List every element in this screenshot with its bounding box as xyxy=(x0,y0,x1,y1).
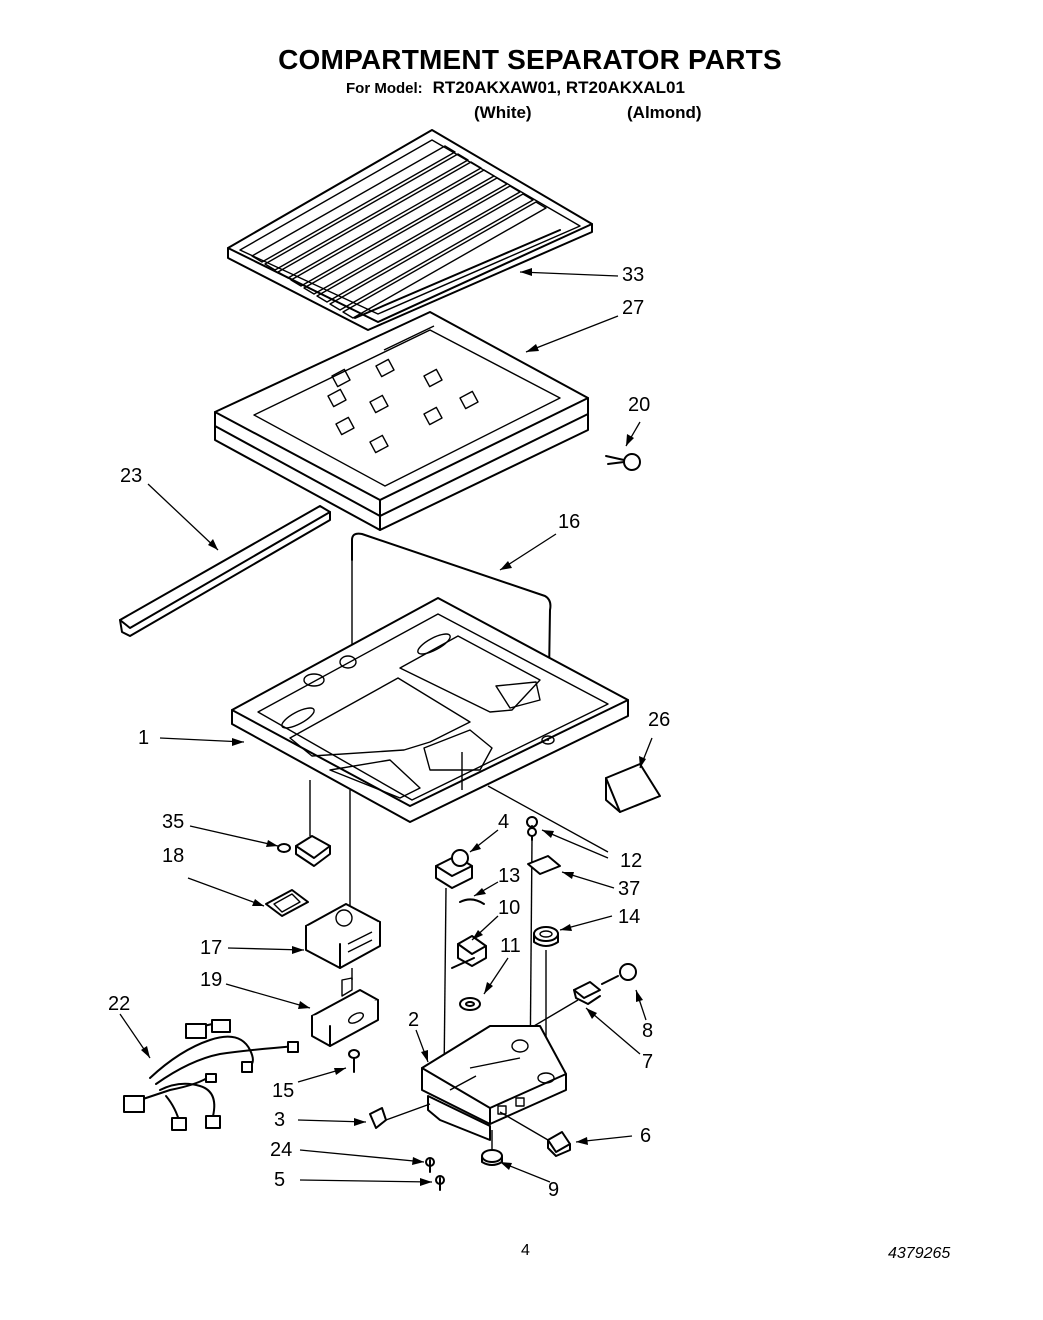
separator-pan-part-1 xyxy=(231,597,629,823)
lamp-part-8 xyxy=(601,963,637,985)
wire-harness-part-22 xyxy=(123,1019,299,1131)
leader-lines xyxy=(119,268,653,1186)
page-number: 4 xyxy=(521,1242,530,1259)
callout-14: 14 xyxy=(618,906,641,928)
screw-part-12 xyxy=(526,816,538,841)
callout-13: 13 xyxy=(498,865,521,887)
callout-17: 17 xyxy=(200,937,223,959)
switch-part-10 xyxy=(451,935,487,969)
callout-23: 23 xyxy=(120,465,143,487)
callout-22: 22 xyxy=(108,993,131,1015)
connector-part-6 xyxy=(547,1131,571,1157)
page-title: COMPARTMENT SEPARATOR PARTS xyxy=(278,44,782,75)
callout-11: 11 xyxy=(500,935,521,957)
shelf-grille-part-33 xyxy=(227,129,593,331)
clip-part-3 xyxy=(369,1107,387,1129)
callout-5: 5 xyxy=(274,1169,286,1191)
gasket-part-18 xyxy=(265,889,309,917)
variant-white: (White) xyxy=(474,103,532,122)
base-housing-part-2 xyxy=(421,1025,567,1141)
model-numbers: RT20AKXAW01, RT20AKXAL01 xyxy=(432,78,685,97)
thermostat-part-4 xyxy=(435,849,473,889)
callout-33: 33 xyxy=(622,264,645,286)
heater-wire-part-16 xyxy=(351,532,552,741)
screw-part-5 xyxy=(435,1175,445,1191)
clip-part-35 xyxy=(277,835,331,867)
callout-26: 26 xyxy=(648,709,671,731)
callout-16: 16 xyxy=(558,511,581,533)
callout-27: 27 xyxy=(622,297,645,319)
variant-almond: (Almond) xyxy=(627,103,702,122)
lamp-socket-part-7 xyxy=(573,981,601,1005)
control-housing-part-17 xyxy=(305,903,381,969)
screw-part-24 xyxy=(425,1157,435,1173)
callout-6: 6 xyxy=(640,1125,652,1147)
label-part-37 xyxy=(527,855,561,875)
callout-19: 19 xyxy=(200,969,223,991)
callout-18: 18 xyxy=(162,845,185,867)
callout-35: 35 xyxy=(162,811,185,833)
callout-15: 15 xyxy=(272,1080,295,1102)
screw-part-15 xyxy=(348,1049,360,1073)
callout-2: 2 xyxy=(408,1009,420,1031)
nut-part-9 xyxy=(481,1149,503,1166)
frame-part-27 xyxy=(214,311,589,531)
callout-1: 1 xyxy=(138,727,150,749)
callout-20: 20 xyxy=(628,394,651,416)
model-line: For Model: RT20AKXAW01, RT20AKXAL01 xyxy=(346,78,685,98)
seal-part-13 xyxy=(459,898,485,905)
callout-37: 37 xyxy=(618,878,641,900)
model-label: For Model: xyxy=(346,80,423,97)
trim-strip-part-23 xyxy=(119,505,331,637)
grommet-part-11 xyxy=(459,997,481,1011)
knob-part-14 xyxy=(533,926,559,947)
callout-8: 8 xyxy=(642,1020,654,1042)
callout-3: 3 xyxy=(274,1109,286,1131)
callout-10: 10 xyxy=(498,897,521,919)
screw-part-20 xyxy=(605,453,641,471)
document-number: 4379265 xyxy=(888,1245,951,1262)
callout-24: 24 xyxy=(270,1139,293,1161)
callout-12: 12 xyxy=(620,850,643,872)
callout-4: 4 xyxy=(498,811,510,833)
callout-7: 7 xyxy=(642,1051,654,1073)
duct-part-26 xyxy=(605,763,661,813)
callout-9: 9 xyxy=(548,1179,560,1201)
bracket-part-19 xyxy=(311,977,379,1047)
